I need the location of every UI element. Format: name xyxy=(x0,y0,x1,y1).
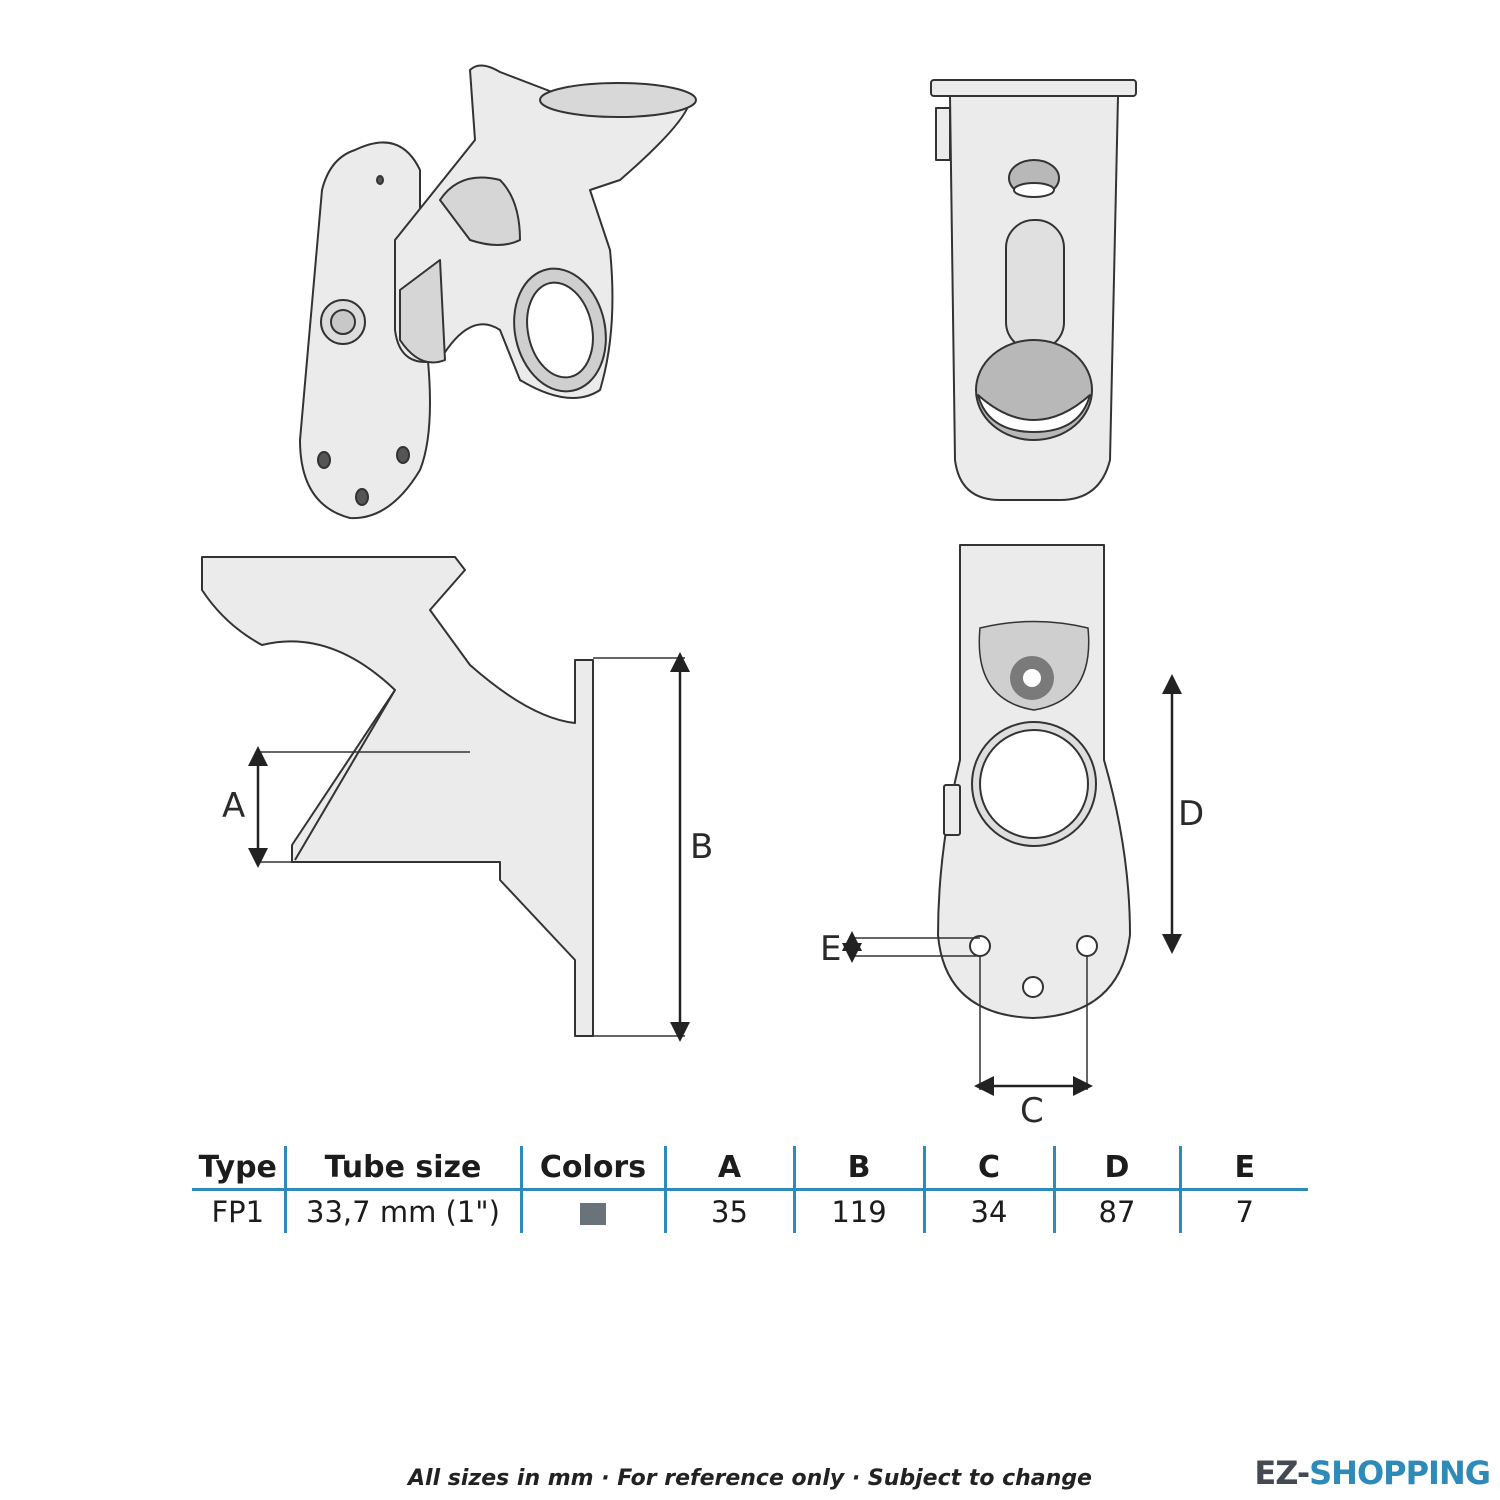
header-c: C xyxy=(922,1146,1054,1191)
header-colors: Colors xyxy=(519,1146,665,1191)
dimension-e-label: E xyxy=(820,929,841,969)
color-swatch xyxy=(580,1203,606,1225)
perspective-view xyxy=(299,64,697,520)
brand-logo: EZ-SHOPPING xyxy=(1254,1454,1491,1492)
brand-part-1: EZ- xyxy=(1254,1454,1310,1492)
cell-e: 7 xyxy=(1178,1189,1308,1233)
header-a: A xyxy=(663,1146,794,1191)
header-tube-size: Tube size xyxy=(283,1146,521,1191)
table-row: FP1 33,7 mm (1") 35 119 34 87 7 xyxy=(192,1189,1308,1233)
technical-drawing: A B E C D xyxy=(201,64,1204,1131)
footnote: All sizes in mm · For reference only · S… xyxy=(408,1466,1092,1491)
side-view: A B xyxy=(201,556,713,1042)
bottom-view: E C D xyxy=(820,544,1204,1131)
header-e: E xyxy=(1178,1146,1308,1191)
cell-tube-size: 33,7 mm (1") xyxy=(283,1189,521,1233)
cell-type: FP1 xyxy=(211,1195,265,1229)
front-view xyxy=(930,79,1137,501)
dimension-d-label: D xyxy=(1178,794,1204,834)
cell-d: 87 xyxy=(1052,1189,1180,1233)
header-b: B xyxy=(792,1146,924,1191)
cell-colors xyxy=(519,1189,665,1233)
cell-c: 34 xyxy=(922,1189,1054,1233)
cell-b: 119 xyxy=(792,1189,924,1233)
dimension-b-label: B xyxy=(690,827,713,867)
header-d: D xyxy=(1052,1146,1180,1191)
header-type: Type xyxy=(192,1146,285,1191)
brand-part-2: SHOPPING xyxy=(1309,1454,1491,1492)
table-header-row: Type Tube size Colors A B C D E xyxy=(192,1146,1308,1191)
cell-a: 35 xyxy=(663,1189,794,1233)
dimension-c-label: C xyxy=(1020,1091,1044,1131)
dimensions-table: Type Tube size Colors A B C D E FP1 33,7… xyxy=(192,1146,1308,1233)
dimension-a-label: A xyxy=(222,786,245,826)
